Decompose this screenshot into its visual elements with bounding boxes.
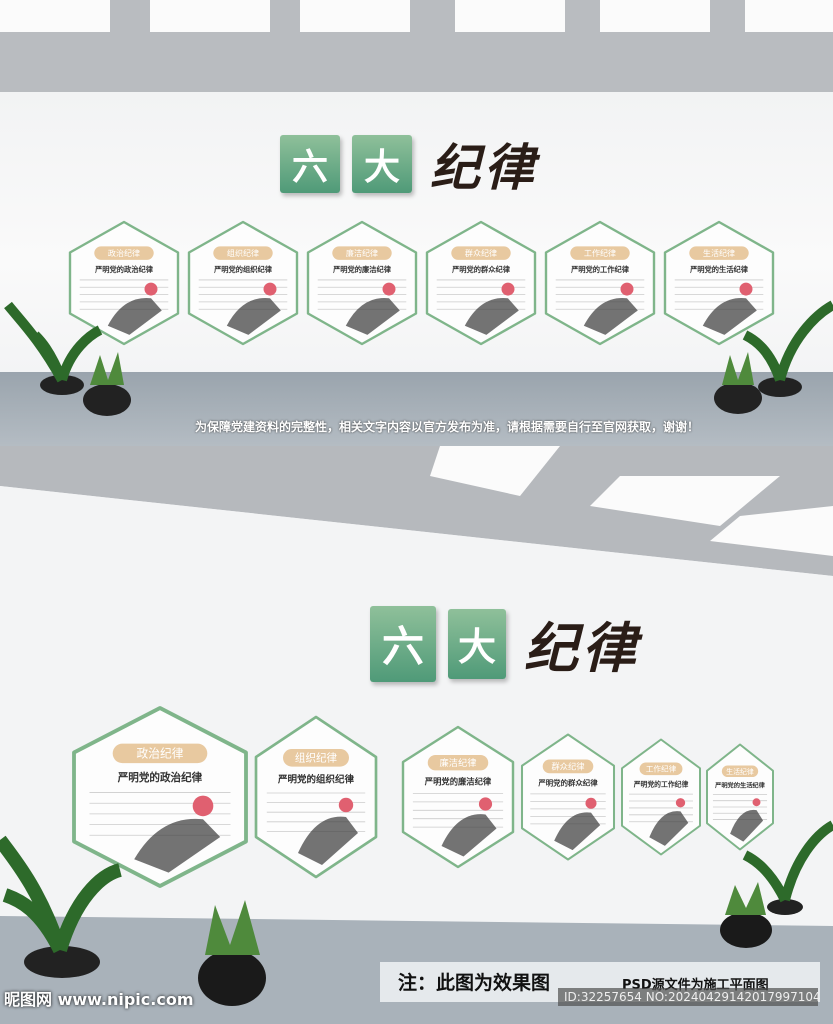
lotus-icon <box>382 282 396 296</box>
card-subtitle: 严明党的组织纪律 <box>277 773 355 785</box>
card-subtitle: 严明党的组织纪律 <box>213 265 273 274</box>
card-label: 群众纪律 <box>465 248 497 258</box>
lotus-icon <box>585 797 597 809</box>
lotus-icon <box>739 282 753 296</box>
card-subtitle: 严明党的工作纪律 <box>633 780 689 789</box>
card-tag <box>542 759 594 774</box>
ink-rock <box>464 297 519 335</box>
lotus-icon <box>192 795 214 817</box>
floor <box>0 372 833 446</box>
lotus-icon <box>338 797 354 813</box>
ink-rock <box>345 297 400 335</box>
title: 六 大 纪律 <box>280 128 538 200</box>
card-subtitle: 严明党的工作纪律 <box>570 265 630 274</box>
title-brush: 纪律 <box>430 138 538 197</box>
card-subtitle: 严明党的政治纪律 <box>117 771 203 784</box>
card-label: 廉洁纪律 <box>346 248 378 258</box>
card-label: 生活纪律 <box>703 248 735 258</box>
lotus-icon <box>478 797 493 811</box>
card-label: 生活纪律 <box>726 767 754 776</box>
lotus-icon <box>752 798 761 807</box>
title-tile: 六 <box>280 135 340 193</box>
card-subtitle: 严明党的廉洁纪律 <box>332 265 392 274</box>
card-subtitle: 严明党的群众纪律 <box>451 265 511 274</box>
bottom-scene: 六 大 纪律 政治纪律严明党的政治纪律组织纪律严明党的组织纪律廉洁纪律严明党的廉… <box>0 446 833 1024</box>
ink-rock <box>134 818 221 873</box>
ink-rock <box>107 297 162 335</box>
card-tag <box>332 246 392 260</box>
card-tag <box>112 743 208 764</box>
title-tile: 大 <box>448 608 506 679</box>
ink-rock <box>226 297 281 335</box>
lotus-icon <box>263 282 277 296</box>
card-tag <box>721 765 759 778</box>
card-label: 廉洁纪律 <box>440 757 477 769</box>
card-label: 组织纪律 <box>227 248 259 258</box>
title-bottom: 六 大 纪律 <box>370 604 640 683</box>
title-tile: 大 <box>352 135 412 193</box>
ink-rock <box>441 814 497 857</box>
lotus-icon <box>144 282 158 296</box>
card-tag <box>427 755 489 771</box>
card-tag <box>689 246 749 260</box>
card-label: 政治纪律 <box>108 248 140 258</box>
title-brush: 纪律 <box>524 616 640 680</box>
card-subtitle: 严明党的廉洁纪律 <box>424 776 492 786</box>
card-label: 工作纪律 <box>584 248 616 258</box>
cards-bottom: 政治纪律严明党的政治纪律组织纪律严明党的组织纪律廉洁纪律严明党的廉洁纪律群众纪律… <box>72 706 774 888</box>
notice-text: 为保障党建资料的完整性，相关文字内容以官方发布为准，请根据需要自行至官网获取，谢… <box>195 420 700 434</box>
card-label: 政治纪律 <box>137 747 184 761</box>
watermark: 昵图网 www.nipic.com <box>4 990 194 1009</box>
ink-rock <box>583 297 638 335</box>
cards-top: 政治纪律严明党的政治纪律组织纪律严明党的组织纪律廉洁纪律严明党的廉洁纪律群众纪律… <box>68 220 775 346</box>
card-tag <box>283 749 349 767</box>
id-tag: ID:32257654 NO:20240429142017997104 <box>558 988 821 1006</box>
ink-rock <box>554 812 601 851</box>
lotus-icon <box>501 282 515 296</box>
card-label: 群众纪律 <box>552 761 585 771</box>
card-subtitle: 严明党的生活纪律 <box>689 265 749 274</box>
lotus-icon <box>675 798 686 808</box>
card-tag <box>94 246 154 260</box>
ceiling <box>0 0 833 92</box>
card-tag <box>639 762 683 776</box>
ink-rock <box>298 816 358 865</box>
lotus-icon <box>620 282 634 296</box>
card-tag <box>570 246 630 260</box>
card-subtitle: 严明党的生活纪律 <box>714 781 766 789</box>
card-label: 组织纪律 <box>295 752 338 765</box>
ink-rock <box>649 811 689 846</box>
footer-note: 注：此图为效果图 <box>398 972 551 994</box>
card-label: 工作纪律 <box>646 764 677 774</box>
title-tile: 六 <box>370 605 436 682</box>
card-subtitle: 严明党的群众纪律 <box>537 778 598 788</box>
card-subtitle: 严明党的政治纪律 <box>94 265 154 274</box>
card-tag <box>213 246 273 260</box>
card-tag <box>451 246 511 260</box>
top-scene: 六 大 纪律 政治纪律严明党的政治纪律组织纪律严明党的组织纪律廉洁纪律严明党的廉… <box>0 0 833 446</box>
